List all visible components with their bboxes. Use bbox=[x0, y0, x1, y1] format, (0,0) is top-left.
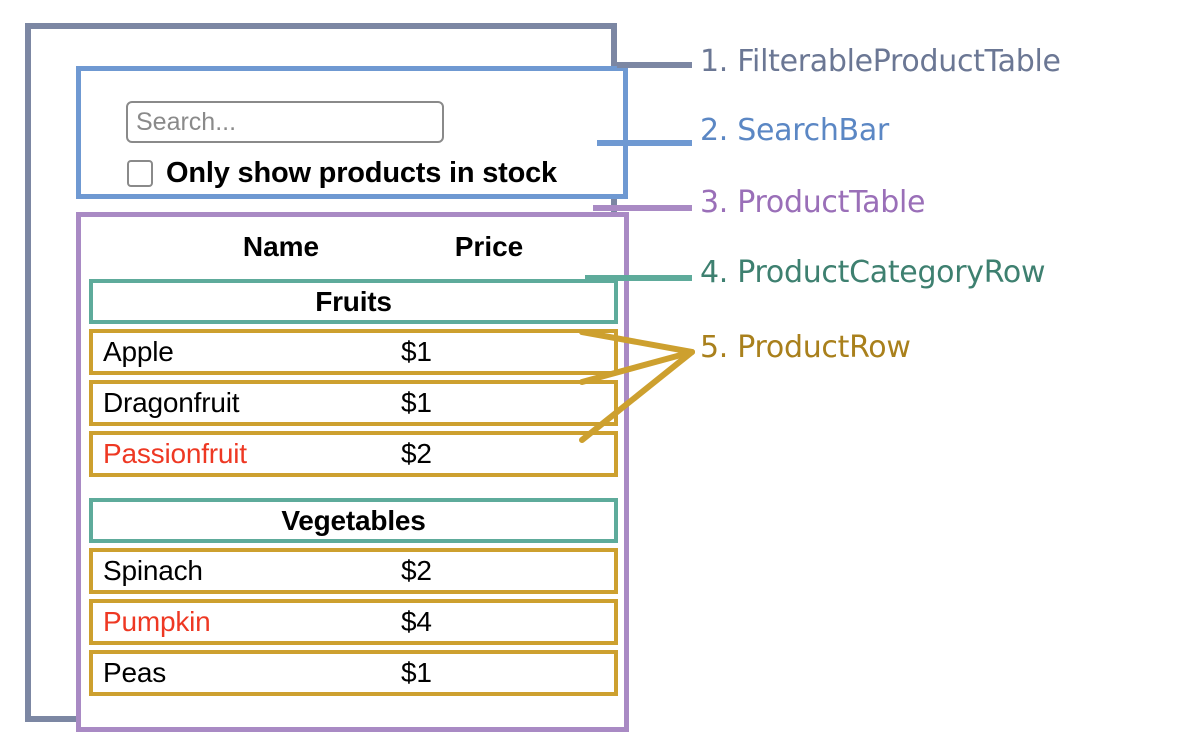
annotation-name: ProductTable bbox=[737, 185, 926, 220]
product-price: $1 bbox=[401, 387, 432, 418]
product-name: Passionfruit bbox=[103, 438, 247, 469]
leader-line-product-table bbox=[593, 205, 692, 211]
annotation-label-3: 3. ProductTable bbox=[700, 185, 925, 220]
only-in-stock-checkbox[interactable] bbox=[127, 160, 153, 187]
product-name: Dragonfruit bbox=[103, 387, 240, 418]
product-price: $4 bbox=[401, 606, 432, 637]
product-table-header: Name Price bbox=[81, 225, 624, 269]
product-row: Apple $1 bbox=[89, 329, 618, 375]
annotation-label-5: 5. ProductRow bbox=[700, 330, 911, 365]
product-category-row: Fruits bbox=[89, 279, 618, 324]
product-price: $1 bbox=[401, 657, 432, 688]
filterable-product-table-box: Only show products in stock Name Price F… bbox=[25, 23, 629, 732]
annotation-number: 4. bbox=[700, 255, 729, 290]
product-name: Spinach bbox=[103, 555, 203, 586]
product-table-box: Name Price Fruits Apple $1 Dragonfruit $… bbox=[76, 212, 629, 732]
annotation-label-4: 4. ProductCategoryRow bbox=[700, 255, 1046, 290]
product-category-row: Vegetables bbox=[89, 498, 618, 543]
annotation-number: 1. bbox=[700, 44, 729, 79]
product-name: Pumpkin bbox=[103, 606, 211, 637]
column-header-name: Name bbox=[242, 231, 320, 262]
stock-filter-row[interactable]: Only show products in stock bbox=[127, 157, 557, 190]
column-header-price: Price bbox=[454, 231, 524, 262]
annotation-name: ProductRow bbox=[737, 330, 911, 365]
product-category-label: Fruits bbox=[315, 285, 392, 317]
product-table-rows: Fruits Apple $1 Dragonfruit $1 Passionfr… bbox=[89, 279, 618, 701]
product-row: Dragonfruit $1 bbox=[89, 380, 618, 426]
annotation-number: 2. bbox=[700, 113, 729, 148]
product-name: Peas bbox=[103, 657, 167, 688]
search-input[interactable] bbox=[126, 101, 444, 143]
leader-line-filterable-product-table bbox=[617, 62, 692, 68]
search-bar-box: Only show products in stock bbox=[76, 66, 628, 199]
product-price: $2 bbox=[401, 555, 432, 586]
only-in-stock-label: Only show products in stock bbox=[166, 157, 557, 189]
product-price: $2 bbox=[401, 438, 432, 469]
product-name: Apple bbox=[103, 336, 174, 367]
annotation-number: 5. bbox=[700, 330, 729, 365]
product-row: Peas $1 bbox=[89, 650, 618, 696]
annotation-name: FilterableProductTable bbox=[737, 44, 1061, 79]
product-row: Passionfruit $2 bbox=[89, 431, 618, 477]
leader-line-product-row bbox=[579, 329, 695, 443]
product-row: Spinach $2 bbox=[89, 548, 618, 594]
section-spacer bbox=[89, 482, 618, 498]
product-price: $1 bbox=[401, 336, 432, 367]
annotation-number: 3. bbox=[700, 185, 729, 220]
annotation-name: ProductCategoryRow bbox=[737, 255, 1046, 290]
annotation-name: SearchBar bbox=[737, 113, 889, 148]
product-category-label: Vegetables bbox=[281, 504, 426, 536]
leader-line-search-bar bbox=[597, 140, 692, 146]
annotation-label-1: 1. FilterableProductTable bbox=[700, 44, 1061, 79]
product-row: Pumpkin $4 bbox=[89, 599, 618, 645]
annotation-label-2: 2. SearchBar bbox=[700, 113, 889, 148]
leader-line-product-category-row bbox=[585, 275, 692, 281]
